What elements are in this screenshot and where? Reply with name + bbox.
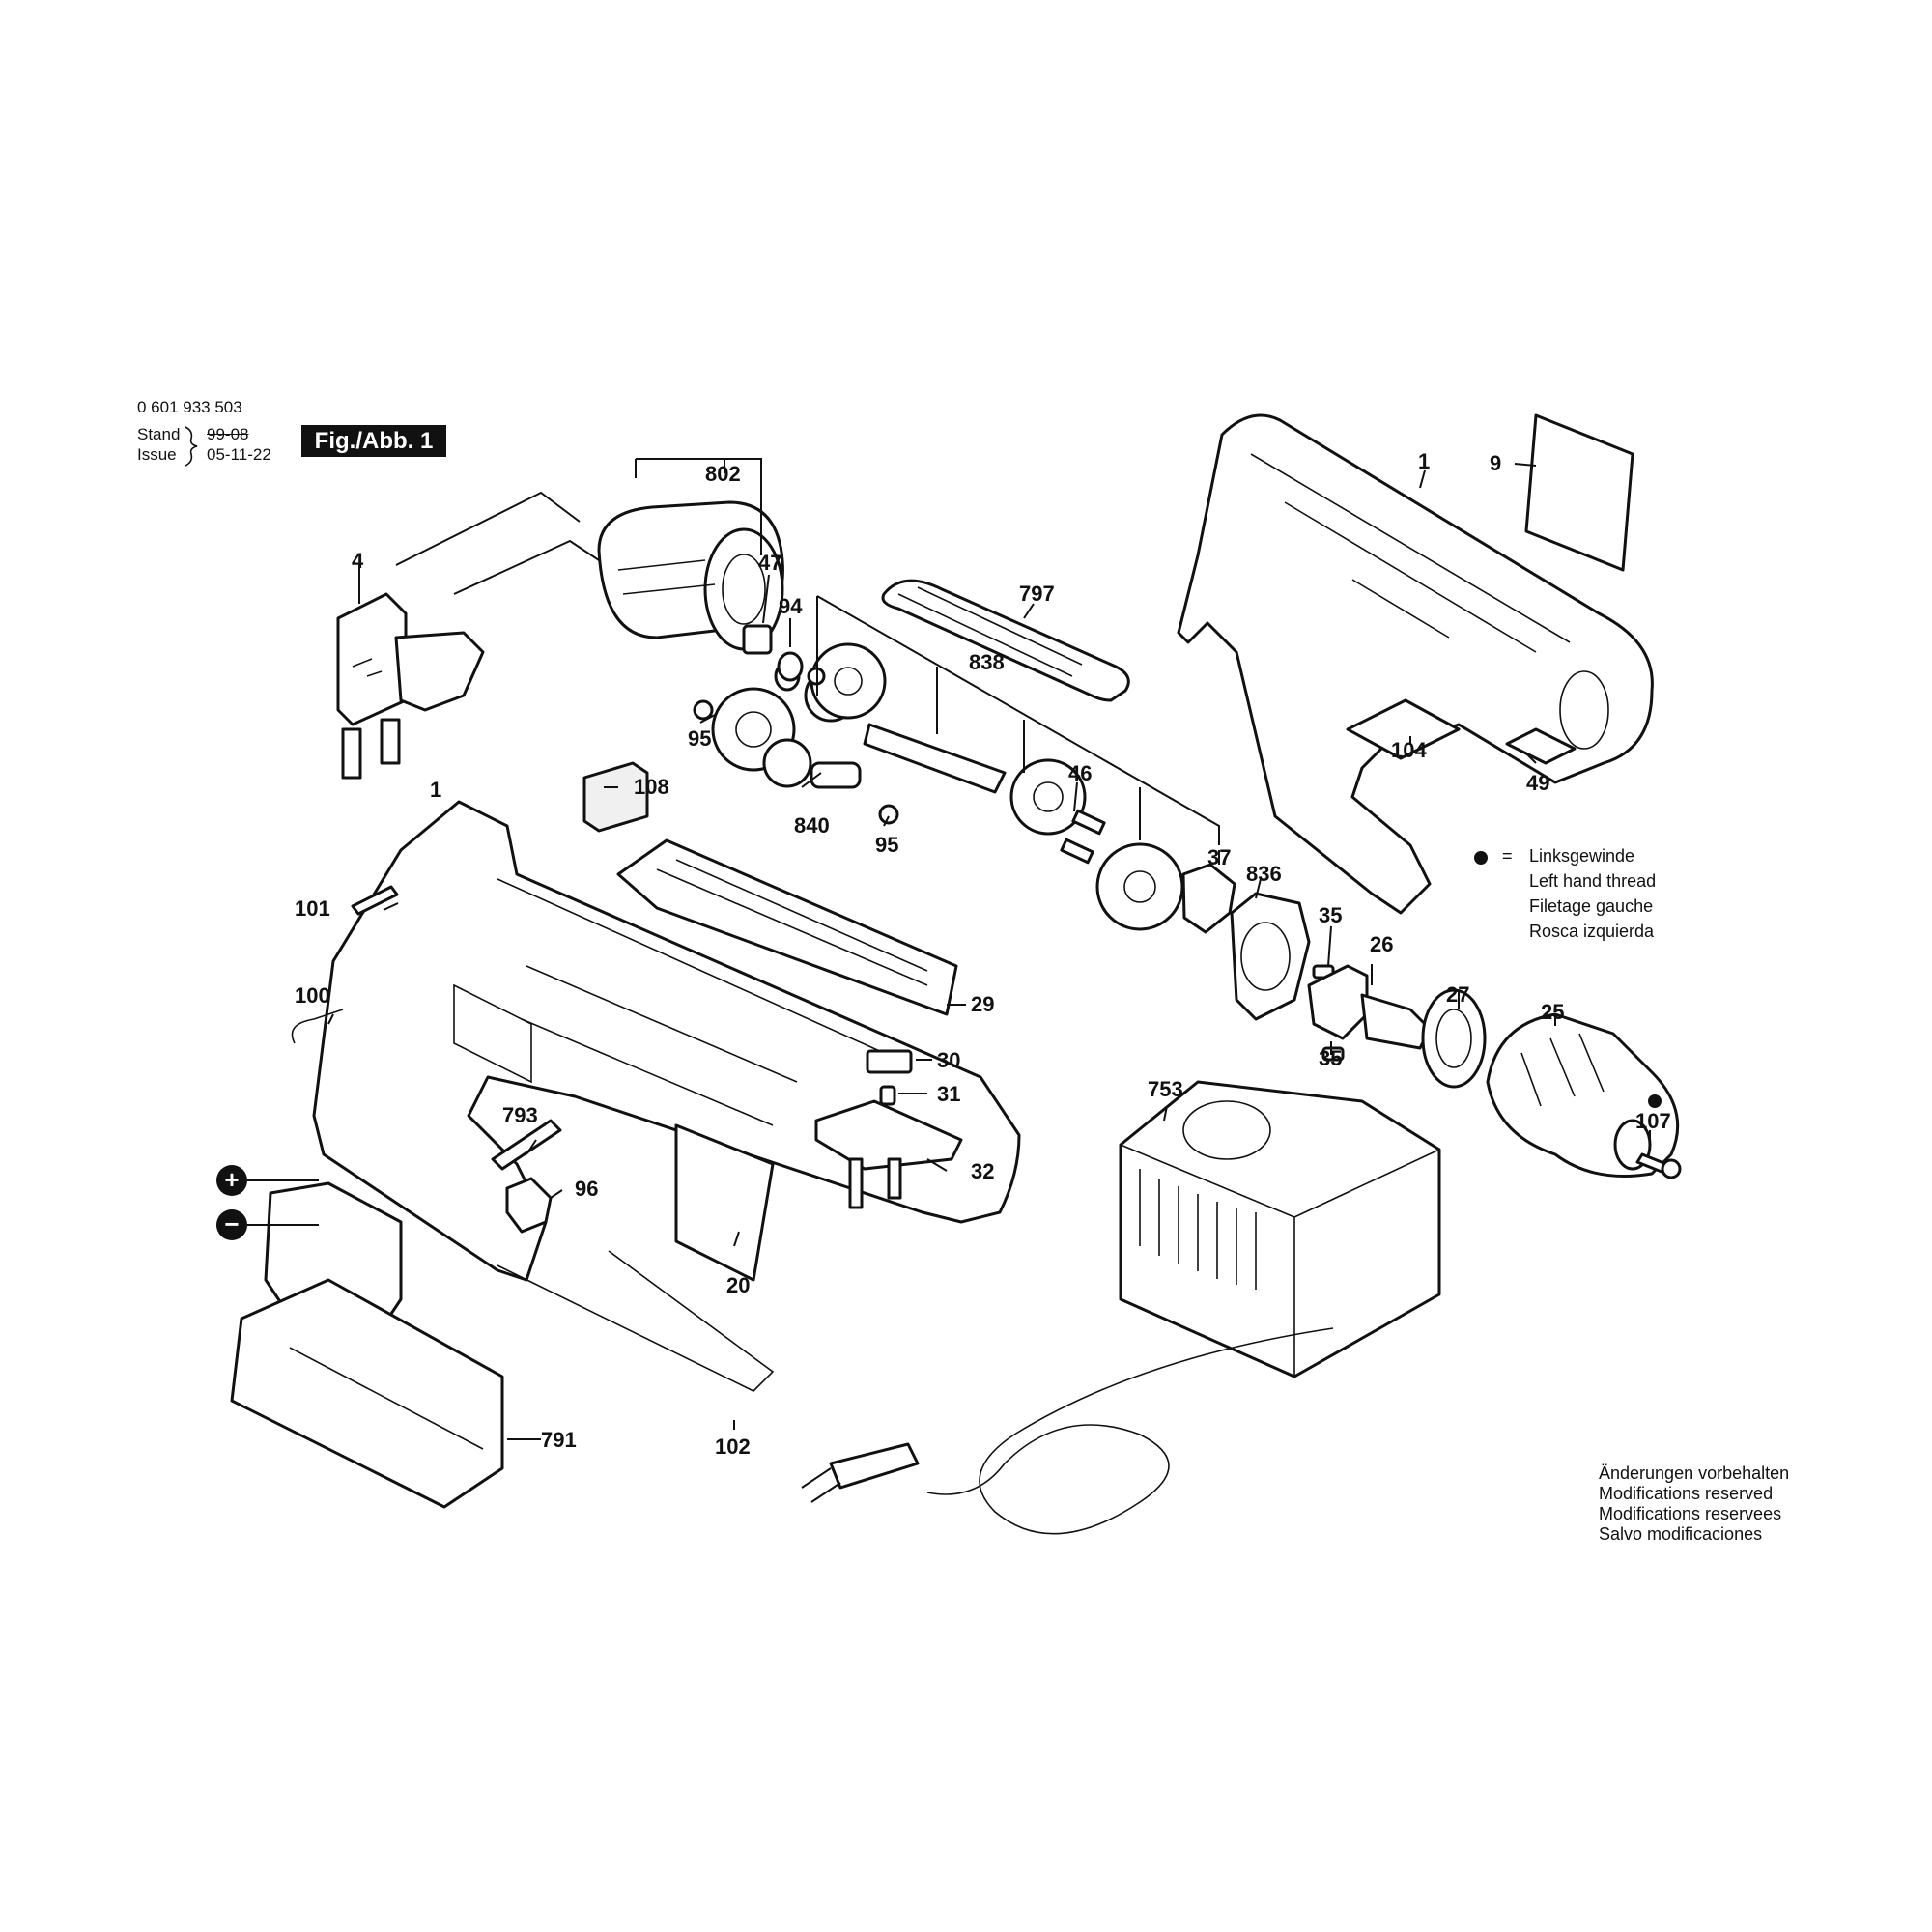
label-20: [674, 1123, 775, 1282]
spindle-26: [1307, 964, 1432, 1062]
block-108: [582, 761, 649, 833]
label-9: [1524, 413, 1634, 572]
screw-101: [351, 885, 399, 916]
left-hand-thread-dot-icon-107: [1648, 1094, 1662, 1108]
callout-96: 96: [575, 1177, 598, 1201]
minus-icon: [216, 1209, 247, 1240]
power-cord: [926, 1327, 1334, 1535]
part-32: [814, 1099, 963, 1171]
callout-27: 27: [1446, 982, 1469, 1007]
callout-46: 46: [1068, 761, 1092, 785]
coupling-37: [1181, 863, 1236, 934]
callout-94: 94: [779, 594, 803, 618]
charger-753: [1119, 1080, 1441, 1378]
stand-label: Stand: [137, 425, 181, 443]
minus-symbol: −: [224, 1209, 239, 1238]
legend-line-fr: Filetage gauche: [1529, 896, 1654, 916]
footer-line-de: Änderungen vorbehalten: [1599, 1463, 1790, 1483]
footer-line-en: Modifications reserved: [1599, 1484, 1774, 1503]
callout-104: 104: [1391, 738, 1427, 762]
figure-label: Fig./Abb. 1: [301, 425, 446, 457]
bracket-838: [816, 595, 1220, 845]
callout-37: 37: [1208, 845, 1231, 869]
callout-95a: 95: [688, 726, 711, 751]
callout-100: 100: [295, 983, 330, 1008]
callout-20: 20: [726, 1273, 750, 1297]
left-hand-thread-dot-icon: [1474, 851, 1488, 865]
callout-32: 32: [971, 1159, 994, 1183]
legend-line-de: Linksgewinde: [1529, 846, 1635, 866]
footer-line-es: Salvo modificaciones: [1599, 1524, 1763, 1544]
callout-108: 108: [634, 775, 669, 799]
pcb-104: [1346, 698, 1461, 760]
bushing-94: [777, 651, 804, 682]
bracket-802: [635, 458, 762, 555]
callout-31: 31: [937, 1082, 960, 1106]
plus-icon: [216, 1165, 247, 1196]
callout-35-bottom: 35: [1319, 1046, 1342, 1070]
callout-102: 102: [715, 1435, 751, 1459]
callout-29: 29: [971, 992, 994, 1016]
switch-4: [336, 592, 485, 780]
plug-icon: [829, 1442, 920, 1490]
legend-line-en: Left hand thread: [1529, 871, 1657, 891]
issue-label: Issue: [137, 445, 177, 464]
callout-793: 793: [502, 1103, 538, 1127]
callout-26: 26: [1370, 932, 1393, 956]
footer-line-fr: Modifications reservees: [1599, 1504, 1782, 1523]
part-30: [866, 1049, 913, 1074]
chuck-25: [1486, 1012, 1680, 1178]
plus-symbol: +: [224, 1165, 239, 1194]
callout-49: 49: [1526, 771, 1549, 795]
part-793: [491, 1119, 562, 1171]
callout-35-top: 35: [1319, 903, 1342, 927]
callout-1-right: 1: [1418, 449, 1430, 473]
callout-802: 802: [705, 462, 741, 486]
battery-791: [230, 1181, 504, 1509]
bearing-27: [1421, 988, 1487, 1089]
callout-25: 25: [1541, 1000, 1564, 1024]
callout-4: 4: [352, 549, 364, 573]
wire-102: [497, 1250, 775, 1392]
callout-107: 107: [1635, 1109, 1671, 1133]
leader-lines: [327, 459, 1651, 1440]
part-96: [505, 1177, 553, 1234]
legend-line-es: Rosca izquierda: [1529, 922, 1655, 941]
callout-95b: 95: [875, 833, 898, 857]
gear-train: [693, 642, 1184, 931]
issue-value: 05-11-22: [207, 445, 271, 464]
callout-838: 838: [969, 650, 1005, 674]
strap-797: [881, 579, 1130, 702]
stand-value: 99-08: [207, 425, 249, 443]
callout-836: 836: [1246, 862, 1282, 886]
housing-right-1: [1177, 413, 1654, 915]
callout-47: 47: [758, 551, 781, 575]
callout-797: 797: [1019, 582, 1055, 606]
wire-100: [291, 1009, 344, 1044]
callout-753: 753: [1148, 1077, 1183, 1101]
callout-791: 791: [541, 1428, 577, 1452]
part-31: [879, 1085, 896, 1106]
callout-101: 101: [295, 896, 330, 921]
plate-836: [1230, 892, 1311, 1021]
callout-1-left: 1: [430, 778, 441, 802]
clip-49: [1505, 727, 1577, 765]
legend-equals: =: [1502, 846, 1513, 866]
callout-840: 840: [794, 813, 830, 838]
motor-802: [395, 491, 784, 655]
header-brace-icon: [185, 426, 198, 467]
callout-9: 9: [1490, 451, 1501, 475]
cover-29: [616, 838, 958, 1016]
part-number: 0 601 933 503: [137, 398, 242, 416]
callout-30: 30: [937, 1048, 960, 1072]
